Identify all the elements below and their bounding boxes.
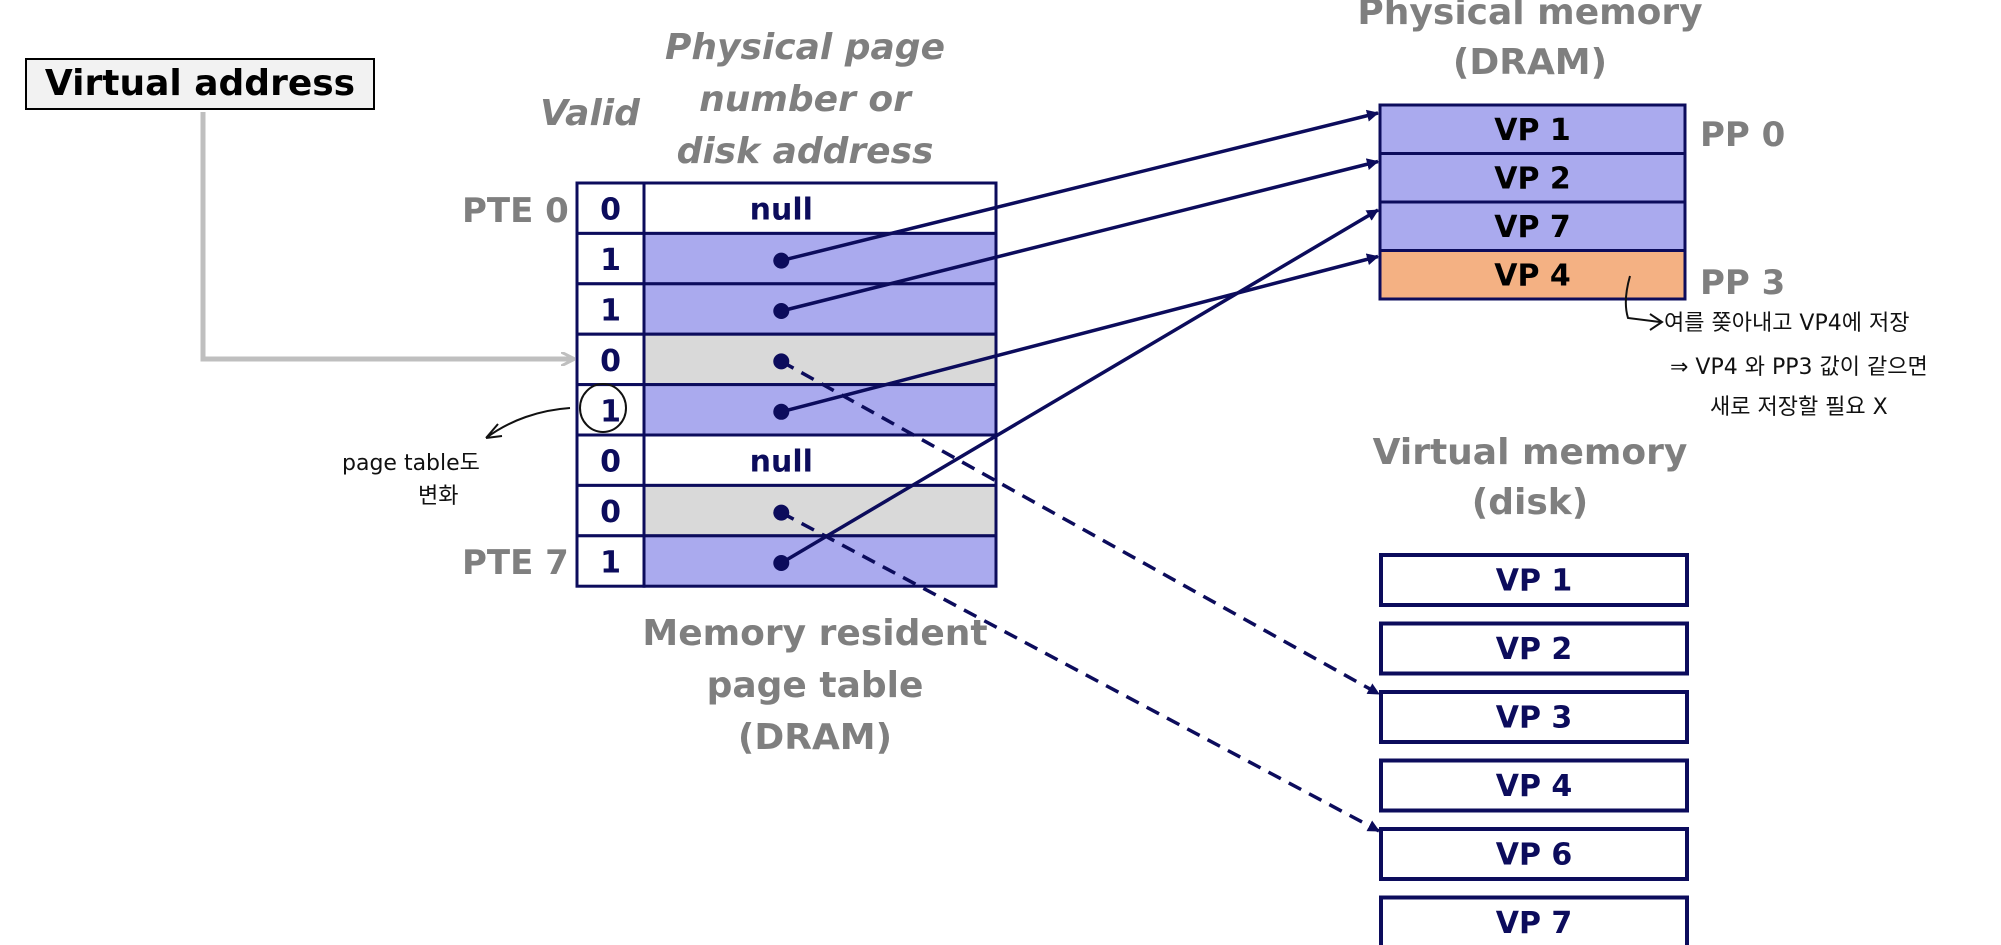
page-table-row: 0 null	[575, 181, 998, 235]
virtual-page-box	[1379, 758, 1689, 813]
page-table-row: 1	[575, 383, 998, 437]
valid-bit-value: 1	[600, 394, 621, 429]
dram-mapping-arrow	[780, 158, 1379, 313]
ppn-header-line-3: disk address	[676, 131, 934, 172]
pp3-note-line-2: ⇒ VP4 와 PP3 값이 같으면	[1670, 355, 1928, 380]
virtual-memory-title-line-1: Virtual memory	[1372, 432, 1688, 473]
pte-7-label: PTE 7	[462, 543, 569, 583]
physical-memory-title-line-2: (DRAM)	[1452, 42, 1608, 83]
virtual-page-label: VP 7	[1496, 906, 1573, 941]
page-table-row: 1	[575, 282, 998, 336]
pp3-note-hook	[1624, 275, 1661, 323]
physical-page-label: VP 2	[1494, 161, 1571, 196]
dram-mapping-arrow	[780, 109, 1379, 263]
pp-3-label: PP 3	[1700, 263, 1785, 303]
virtual-page-box	[1379, 895, 1689, 945]
virtual-page: VP 4	[1379, 758, 1689, 813]
page-table-row: 0	[575, 483, 998, 538]
virtual-page-label: VP 2	[1496, 632, 1573, 667]
page-table-caption-line-1: Memory resident	[642, 613, 988, 654]
virtual-address-arrow	[200, 112, 573, 359]
page-table-caption: Memory resident page table (DRAM)	[630, 608, 1000, 764]
valid-bit-value: 0	[600, 344, 621, 379]
address-cell	[642, 181, 998, 235]
ppn-header-line-2: number or	[699, 79, 911, 120]
page-table-note-line-1: page table도	[342, 451, 480, 476]
physical-page-label: VP 1	[1494, 113, 1571, 148]
page-table-note-line-2: 변화	[418, 484, 458, 509]
valid-bit-value: 1	[600, 294, 621, 329]
physical-page: VP 1	[1378, 103, 1687, 155]
physical-page: VP 4	[1378, 249, 1687, 301]
virtual-page-label: VP 1	[1496, 564, 1573, 599]
physical-memory-title-line-1: Physical memory	[1357, 0, 1703, 33]
physical-memory: VP 1 VP 2 VP 7 VP 4	[1378, 103, 1687, 301]
physical-page: VP 2	[1378, 152, 1687, 204]
virtual-page: VP 2	[1379, 621, 1689, 676]
disk-mapping-arrow	[780, 511, 1380, 833]
physical-page-box	[1378, 249, 1687, 301]
virtual-page: VP 3	[1379, 690, 1689, 744]
physical-memory-title: Physical memory (DRAM)	[1340, 0, 1720, 88]
address-cell	[642, 282, 998, 336]
address-null-value: null	[750, 445, 813, 480]
virtual-page-label: VP 4	[1496, 769, 1573, 804]
page-table: 0 null 1 1 0 1 0 null 0 1	[575, 181, 998, 588]
address-null-value: null	[750, 193, 813, 228]
physical-page: VP 7	[1378, 200, 1687, 252]
physical-page-box	[1378, 103, 1687, 155]
virtual-page-box	[1379, 621, 1689, 676]
virtual-memory-title: Virtual memory (disk)	[1340, 428, 1720, 528]
valid-bit-value: 0	[600, 445, 621, 480]
virtual-address-box: Virtual address	[25, 58, 375, 110]
virtual-page-box	[1379, 827, 1689, 881]
address-cell	[642, 383, 998, 437]
address-cell	[642, 483, 998, 538]
pp3-note-hook-head	[1649, 313, 1664, 331]
mapping-arrows	[780, 109, 1380, 833]
page-table-row: 0	[575, 332, 998, 387]
physical-page-box	[1378, 152, 1687, 204]
valid-header: Valid	[540, 93, 640, 134]
address-cell	[642, 332, 998, 387]
page-table-row: 1	[575, 231, 998, 286]
valid-bit-value: 1	[600, 243, 621, 278]
pte-0-label: PTE 0	[462, 191, 569, 231]
physical-page-label: VP 7	[1494, 210, 1571, 245]
virtual-page-box	[1379, 690, 1689, 744]
physical-page-box	[1378, 200, 1687, 252]
pp3-note-line-1: 여를 쫒아내고 VP4에 저장	[1664, 311, 1909, 336]
pp3-note-line-3: 새로 저장할 필요 X	[1710, 395, 1888, 420]
virtual-page: VP 6	[1379, 827, 1689, 881]
page-table-caption-line-3: (DRAM)	[737, 717, 893, 758]
virtual-page-label: VP 6	[1496, 838, 1573, 873]
address-cell	[642, 231, 998, 286]
virtual-page-label: VP 3	[1496, 701, 1573, 736]
page-table-caption-line-2: page table	[706, 665, 924, 706]
dram-mapping-arrow	[780, 208, 1379, 565]
virtual-memory-title-line-2: (disk)	[1471, 482, 1589, 523]
virtual-page: VP 1	[1379, 553, 1689, 607]
virtual-page-box	[1379, 553, 1689, 607]
valid-bit-cell	[575, 231, 646, 286]
page-table-row: 0 null	[575, 433, 998, 487]
physical-page-label: VP 4	[1494, 258, 1571, 293]
ppn-header: Physical page number or disk address	[650, 22, 960, 178]
valid-bit-value: 1	[600, 546, 621, 581]
valid-bit-value: 0	[600, 193, 621, 228]
handwritten-arrow	[485, 407, 571, 439]
pp-0-label: PP 0	[1700, 115, 1785, 155]
virtual-memory: VP 1 VP 2 VP 3 VP 4 VP 6 VP 7	[1379, 553, 1689, 945]
ppn-header-line-1: Physical page	[664, 27, 945, 68]
address-cell	[642, 433, 998, 487]
valid-bit-value: 0	[600, 495, 621, 530]
virtual-page: VP 7	[1379, 895, 1689, 945]
address-cell	[642, 534, 998, 588]
page-table-row: 1	[575, 534, 998, 588]
valid-bit-circle	[579, 383, 627, 433]
dram-mapping-arrow	[780, 253, 1379, 414]
